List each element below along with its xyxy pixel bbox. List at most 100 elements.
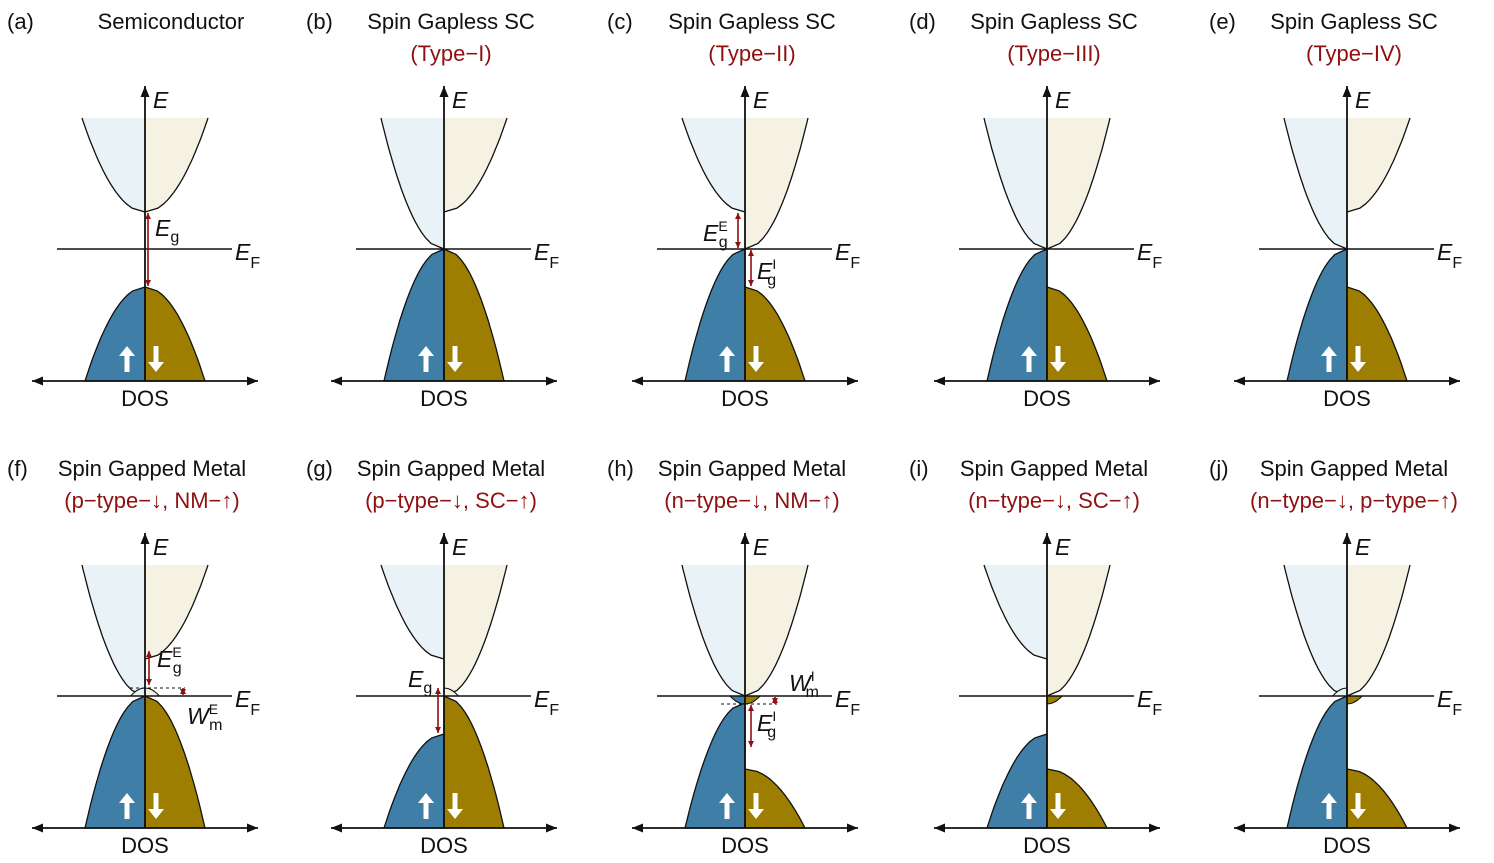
valence-band-up <box>986 247 1048 382</box>
spin-up-arrow-icon <box>719 793 735 819</box>
panel-title: Spin Gapped Metal <box>1260 456 1448 481</box>
energy-label: E <box>452 534 468 560</box>
fermi-label: EF <box>835 686 860 719</box>
valence-band-up <box>1286 247 1348 382</box>
valence-band-up <box>986 733 1048 829</box>
valence-band-up <box>1286 694 1348 829</box>
panel-subtitle: (Type−II) <box>708 41 795 66</box>
spin-up-arrow-icon <box>119 793 135 819</box>
fermi-label: EF <box>235 239 260 272</box>
energy-label: E <box>452 87 468 113</box>
panel-title: Spin Gapped Metal <box>960 456 1148 481</box>
conduction-band-up <box>381 565 444 659</box>
valence-band-up <box>84 694 146 829</box>
conduction-band-up <box>82 118 145 212</box>
conduction-band-up <box>82 565 145 696</box>
conduction-band-down <box>1347 565 1410 696</box>
gap-label: Eg <box>155 215 179 246</box>
dos-label: DOS <box>1323 833 1371 858</box>
panel-title: Spin Gapless SC <box>367 9 535 34</box>
spin-up-arrow-icon <box>1021 346 1037 372</box>
fermi-label: EF <box>534 239 559 272</box>
conduction-band-up <box>682 565 745 696</box>
valence-band-up <box>383 247 445 382</box>
fermi-label: EF <box>235 686 260 719</box>
valence-band-up <box>383 733 445 829</box>
spin-down-arrow-icon <box>748 793 764 819</box>
panel-label: (d) <box>909 9 936 34</box>
conduction-band-down <box>745 565 808 696</box>
dos-label: DOS <box>121 386 169 411</box>
conduction-band-down <box>145 565 208 659</box>
spin-down-arrow-icon <box>748 346 764 372</box>
spin-up-arrow-icon <box>119 346 135 372</box>
spin-up-arrow-icon <box>1321 793 1337 819</box>
panel-subtitle: (n−type−↓, SC−↑) <box>968 488 1140 513</box>
panel-j: (j)Spin Gapped Metal(n−type−↓, p−type−↑)… <box>1209 456 1462 858</box>
spin-up-arrow-icon <box>418 793 434 819</box>
dos-label: DOS <box>420 386 468 411</box>
panel-label: (e) <box>1209 9 1236 34</box>
fermi-label: EF <box>1137 686 1162 719</box>
conduction-band-up <box>984 565 1047 659</box>
panel-label: (b) <box>306 9 333 34</box>
panel-label: (a) <box>7 9 34 34</box>
energy-label: E <box>1355 87 1371 113</box>
fermi-label: EF <box>835 239 860 272</box>
electron-pocket-up <box>728 695 746 705</box>
energy-label: E <box>1355 534 1371 560</box>
fermi-label: EF <box>1437 686 1462 719</box>
panel-g: (g)Spin Gapped Metal(p−type−↓, SC−↑)EFED… <box>306 456 559 858</box>
panel-subtitle: (p−type−↓, SC−↑) <box>365 488 537 513</box>
panel-title: Spin Gapped Metal <box>357 456 545 481</box>
dos-label: DOS <box>721 386 769 411</box>
energy-label: E <box>1055 87 1071 113</box>
panel-h: (h)Spin Gapped Metal(n−type−↓, NM−↑)EFED… <box>607 456 860 858</box>
panel-title: Spin Gapless SC <box>668 9 836 34</box>
spin-down-arrow-icon <box>1350 346 1366 372</box>
hole-pocket-down <box>144 687 161 697</box>
conduction-band-up <box>1284 118 1347 249</box>
conduction-band-down <box>444 565 507 696</box>
panel-label: (g) <box>306 456 333 481</box>
spin-up-arrow-icon <box>1321 346 1337 372</box>
panel-title: Spin Gapless SC <box>1270 9 1438 34</box>
conduction-band-up <box>1284 565 1347 696</box>
conduction-band-down <box>1347 118 1410 212</box>
panel-label: (c) <box>607 9 633 34</box>
spin-down-arrow-icon <box>447 346 463 372</box>
panel-subtitle: (Type−I) <box>410 41 491 66</box>
dos-label: DOS <box>420 833 468 858</box>
valence-band-down <box>443 247 505 382</box>
spin-down-arrow-icon <box>148 346 164 372</box>
electron-pocket-down <box>1346 695 1364 705</box>
spin-up-arrow-icon <box>1021 793 1037 819</box>
valence-band-down <box>744 286 806 382</box>
panel-label: (i) <box>909 456 929 481</box>
panel-i: (i)Spin Gapped Metal(n−type−↓, SC−↑)EFED… <box>909 456 1162 858</box>
panel-title: Spin Gapless SC <box>970 9 1138 34</box>
valence-band-up <box>684 702 746 829</box>
spin-down-arrow-icon <box>1050 346 1066 372</box>
panel-subtitle: (n−type−↓, NM−↑) <box>664 488 839 513</box>
spin-down-arrow-icon <box>447 793 463 819</box>
valence-band-down <box>144 286 206 382</box>
valence-band-down <box>1346 286 1408 382</box>
panel-label: (h) <box>607 456 634 481</box>
conduction-band-up <box>381 118 444 249</box>
conduction-band-down <box>444 118 507 212</box>
conduction-band-up <box>984 118 1047 249</box>
dos-label: DOS <box>1323 386 1371 411</box>
spin-up-arrow-icon <box>418 346 434 372</box>
dos-label: DOS <box>721 833 769 858</box>
